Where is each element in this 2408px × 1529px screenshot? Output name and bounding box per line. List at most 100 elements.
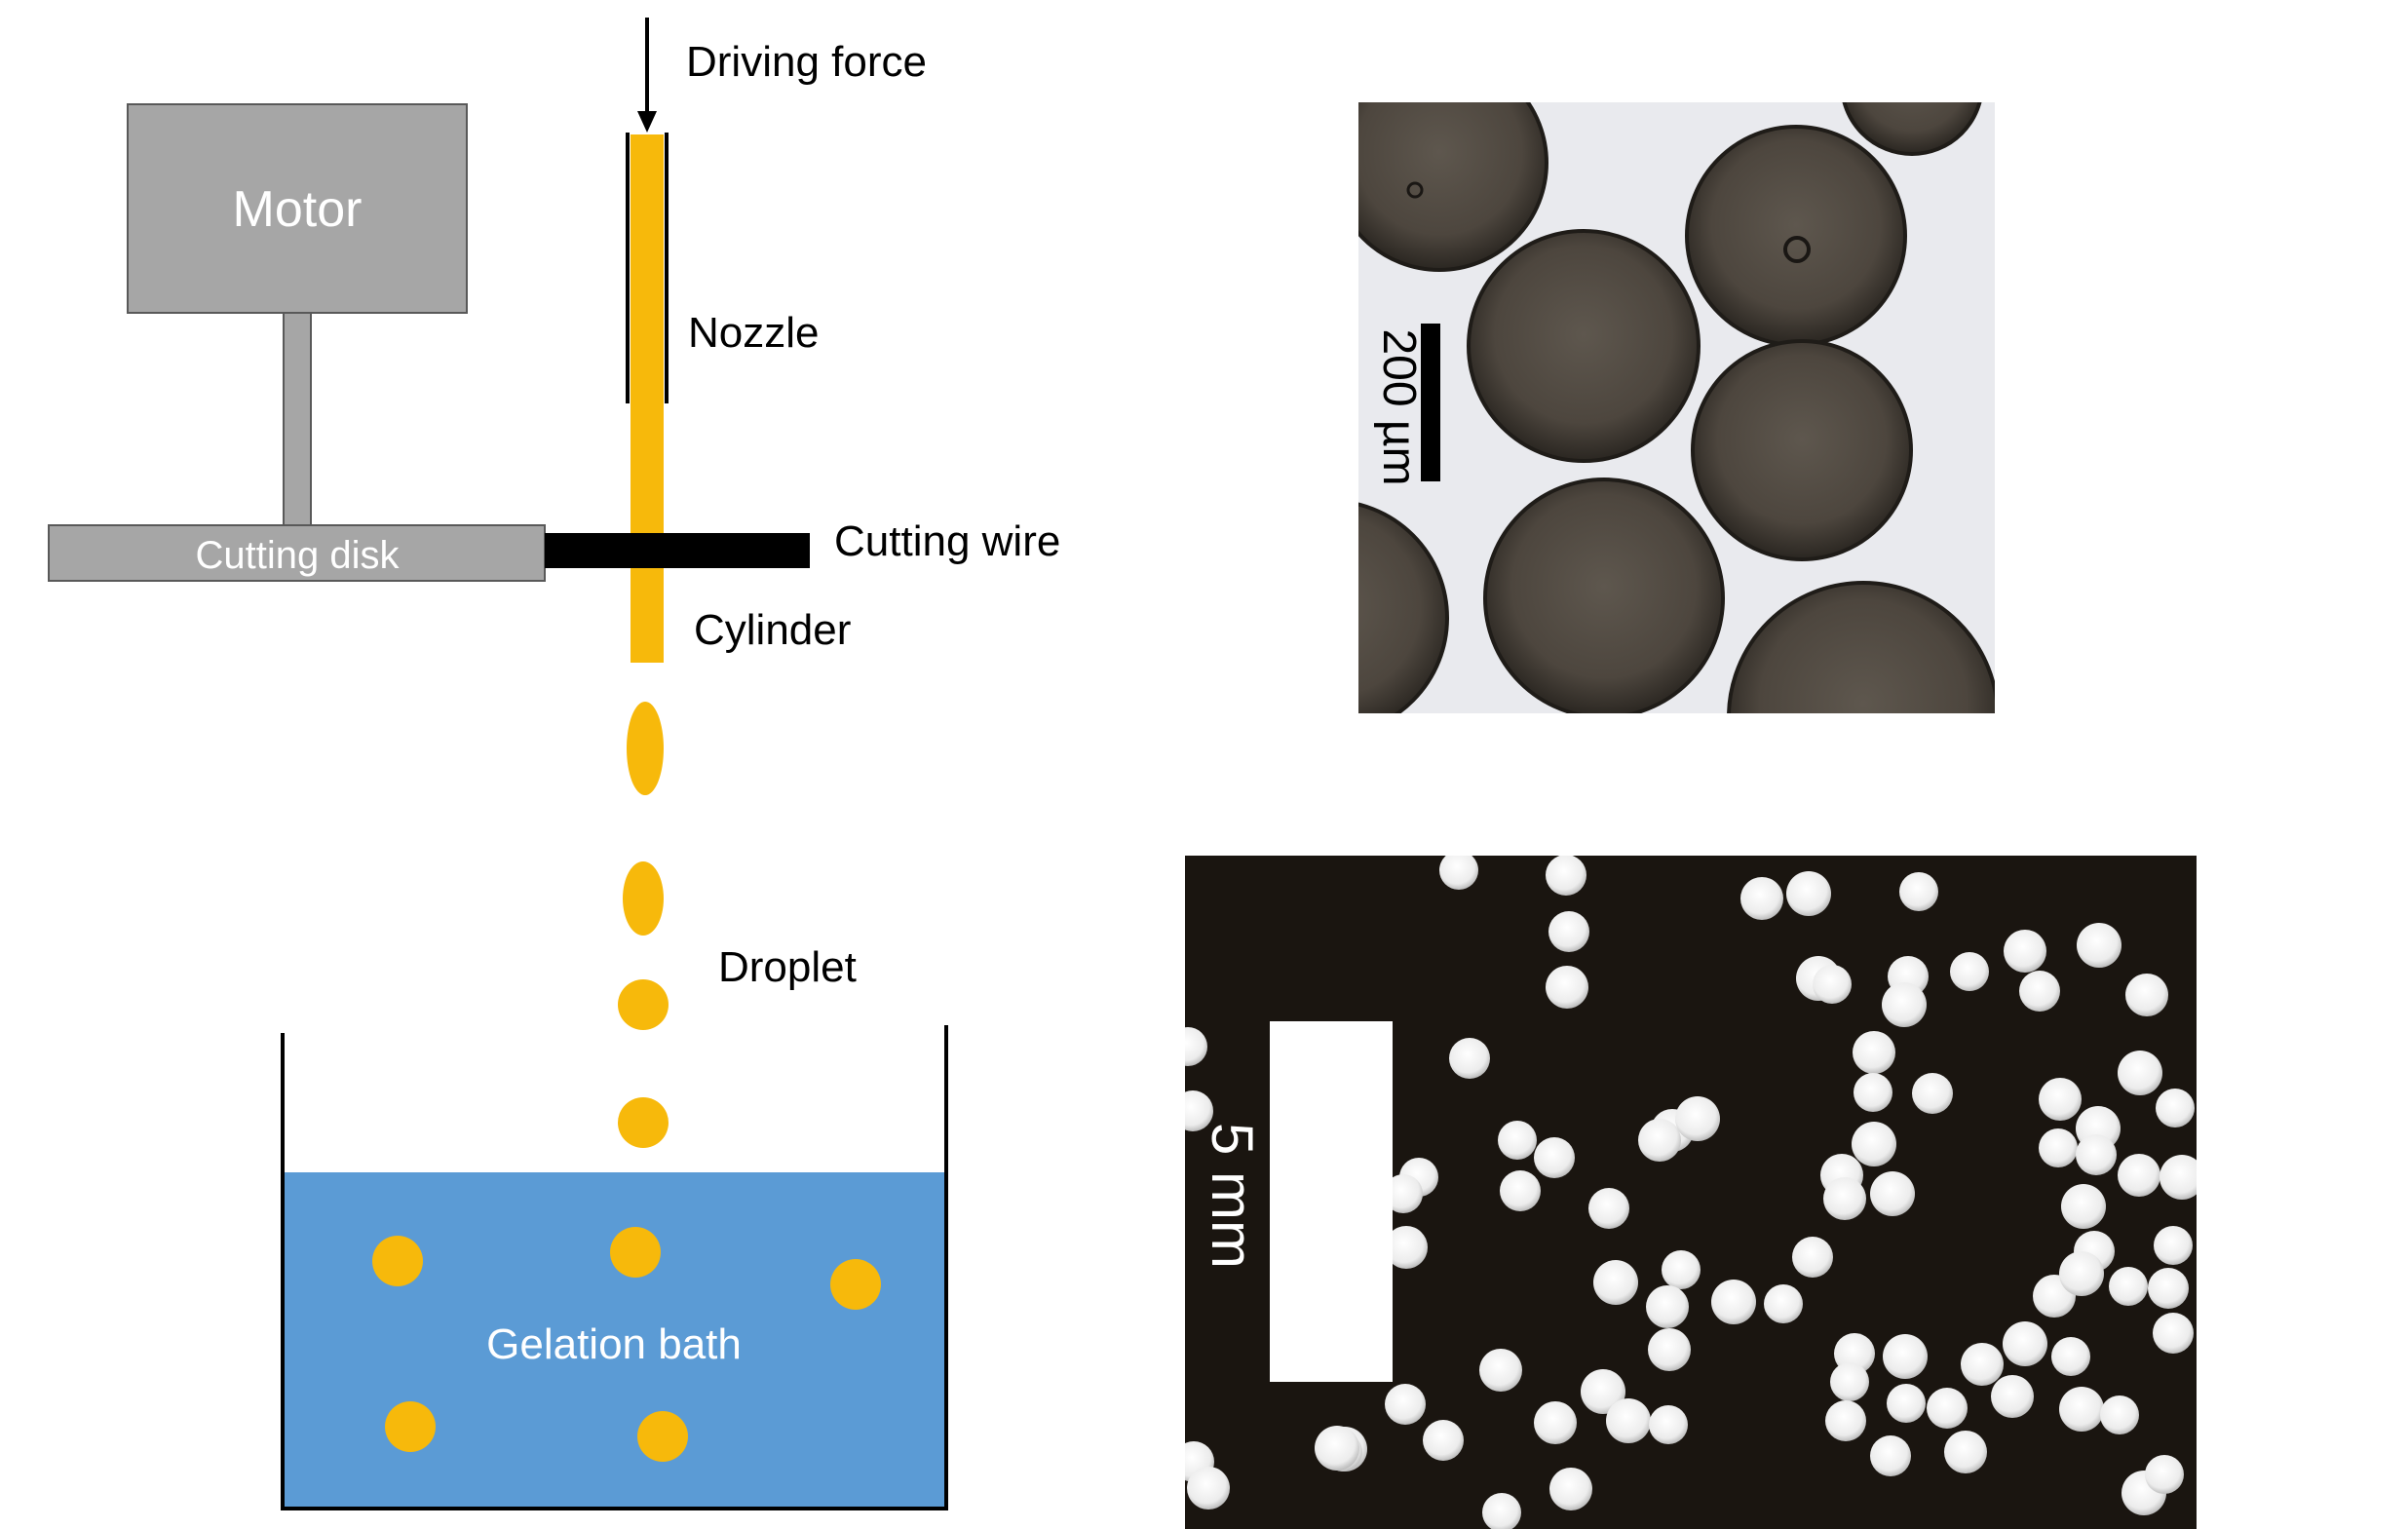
alginate-bead <box>1648 1328 1691 1371</box>
beads-photo: 5 mm <box>1185 856 2197 1529</box>
alginate-bead <box>1315 1426 1359 1471</box>
driving-force-label: Driving force <box>686 38 927 86</box>
cutting-disk <box>48 524 546 582</box>
cutting-wire-label: Cutting wire <box>834 517 1060 565</box>
alginate-bead <box>2118 1051 2162 1095</box>
cylinder-label: Cylinder <box>694 606 851 654</box>
alginate-bead <box>1825 1400 1866 1441</box>
alginate-bead <box>2039 1128 2078 1167</box>
alginate-bead <box>1439 856 1478 890</box>
motor-shaft <box>283 312 312 528</box>
alginate-bead <box>1185 1027 1207 1066</box>
alginate-bead <box>2039 1078 2082 1121</box>
microbead <box>1483 478 1725 713</box>
cutting-wire <box>545 533 810 568</box>
encapsulator-schematic: Driving force Motor Cutting disk Nozzle … <box>48 18 1060 1510</box>
alginate-bead <box>2077 923 2121 968</box>
alginate-bead <box>1482 1493 1521 1529</box>
alginate-bead <box>2019 971 2060 1012</box>
alginate-bead <box>2160 1155 2197 1200</box>
bead-in-bath <box>385 1401 436 1452</box>
alginate-bead <box>2004 930 2046 973</box>
alginate-bead <box>1740 877 1783 920</box>
alginate-bead <box>1646 1285 1689 1328</box>
alginate-bead <box>1823 1177 1866 1220</box>
bead-in-bath <box>372 1236 423 1286</box>
alginate-bead <box>1991 1375 2034 1418</box>
alginate-bead <box>1899 872 1938 911</box>
alginate-bead <box>1883 1334 1928 1379</box>
motor-label: Motor <box>233 181 363 238</box>
gelation-bath-liquid <box>283 1172 946 1507</box>
alginate-bead <box>1638 1119 1681 1162</box>
alginate-bead <box>2061 1184 2106 1229</box>
gelation-bath-label: Gelation bath <box>486 1320 742 1368</box>
scale-bar-5mm-label: 5 mm <box>1200 1123 1265 1269</box>
alginate-bead <box>1588 1188 1629 1229</box>
scale-bar-200um <box>1421 324 1440 481</box>
alginate-bead <box>1479 1349 1522 1392</box>
alginate-bead <box>1675 1096 1720 1141</box>
alginate-bead <box>1500 1170 1541 1211</box>
alginate-bead <box>1944 1431 1987 1473</box>
microbead <box>1842 102 1982 156</box>
gelled-beads <box>372 1227 881 1462</box>
alginate-bead <box>1662 1250 1701 1289</box>
alginate-bead <box>2100 1395 2139 1434</box>
microbead <box>1467 229 1701 463</box>
bead-micrograph: 200 µm <box>1358 102 1995 713</box>
alginate-bead <box>2051 1337 2090 1376</box>
alginate-bead <box>1384 1174 1423 1213</box>
droplet-label: Droplet <box>718 943 857 991</box>
scale-bar-5mm <box>1270 1021 1393 1382</box>
alginate-bead <box>1498 1121 1537 1160</box>
scale-bar-200um-label: 200 µm <box>1373 328 1425 485</box>
alginate-bead <box>1813 965 1852 1004</box>
alginate-bead <box>1187 1467 1230 1510</box>
microbead <box>1358 502 1449 713</box>
alginate-bead <box>1185 1090 1213 1131</box>
alginate-bead <box>1385 1384 1426 1425</box>
bead-in-bath <box>637 1411 688 1462</box>
alginate-bead <box>1449 1038 1490 1079</box>
alginate-bead <box>1870 1435 1911 1476</box>
alginate-bead <box>2148 1268 2189 1309</box>
alginate-bead <box>1852 1122 1896 1166</box>
alginate-bead <box>1385 1226 1428 1269</box>
alginate-bead <box>1423 1420 1464 1461</box>
alginate-bead <box>1927 1388 1968 1429</box>
falling-droplets <box>618 702 669 1148</box>
droplet-round-2 <box>618 1097 669 1148</box>
alginate-bead <box>1534 1401 1577 1444</box>
droplet-round-1 <box>618 979 669 1030</box>
nozzle <box>626 133 669 403</box>
droplet-elongated-1 <box>627 702 664 795</box>
alginate-bead <box>1887 1384 1926 1423</box>
alginate-bead <box>2076 1134 2117 1175</box>
alginate-bead <box>1912 1073 1953 1114</box>
alginate-bead <box>2145 1455 2184 1494</box>
alginate-bead <box>1854 1073 1892 1112</box>
alginate-bead <box>1764 1284 1803 1323</box>
alginate-bead <box>2118 1154 2160 1197</box>
cutting-disk-label: Cutting disk <box>196 534 401 577</box>
microbead <box>1727 581 1995 713</box>
alginate-bead <box>1792 1237 1833 1278</box>
alginate-bead <box>1546 966 1588 1009</box>
nozzle-label: Nozzle <box>688 309 820 357</box>
alginate-bead <box>1534 1137 1575 1178</box>
alginate-bead <box>2156 1089 2195 1128</box>
alginate-bead <box>1548 911 1589 952</box>
driving-force-arrow <box>637 18 657 133</box>
alginate-bead <box>1853 1031 1895 1074</box>
alginate-bead <box>1546 856 1586 896</box>
alginate-bead <box>2109 1267 2148 1306</box>
microbead <box>1685 125 1907 347</box>
alginate-bead <box>2153 1313 2194 1354</box>
alginate-bead <box>2059 1387 2104 1432</box>
alginate-bead <box>2003 1321 2047 1366</box>
alginate-bead <box>2154 1226 2193 1265</box>
alginate-bead <box>2059 1251 2104 1296</box>
bead-in-bath <box>610 1227 661 1278</box>
microbead <box>1691 339 1913 561</box>
